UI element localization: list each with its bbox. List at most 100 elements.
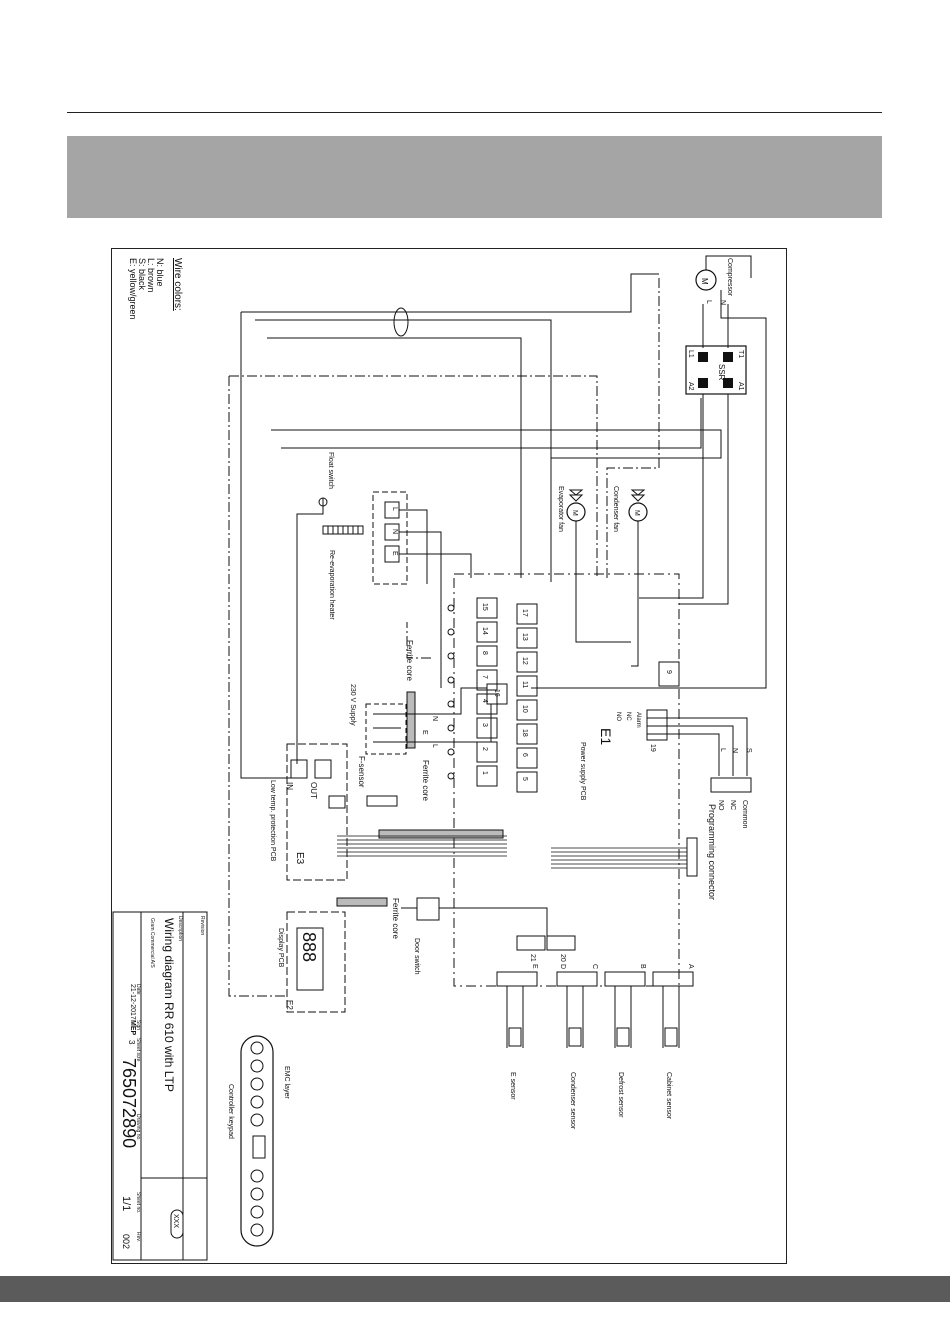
keypad-button[interactable] [250, 1059, 264, 1073]
sensor-wire-B [614, 986, 632, 1048]
sensor-label-C: Condenser sensor [569, 1072, 576, 1130]
programming-ribbon-cable [551, 847, 687, 869]
heater-label: Re-evaporation heater [328, 550, 335, 620]
earth-wire-supply [406, 622, 431, 659]
ferrite-core-label-2: Ferrite core [421, 760, 430, 801]
display-ribbon-cable [337, 835, 507, 857]
terminal-8-label: 8 [481, 651, 488, 655]
wire-compressor-n [531, 290, 767, 689]
sensor-element-E [508, 1027, 522, 1047]
terminal-5 [516, 771, 538, 793]
terminal-16-label: 16 [493, 689, 500, 697]
relay-nc-label: NC [625, 712, 631, 721]
terminal-9 [658, 661, 680, 687]
display-7seg [296, 927, 324, 991]
wire-color-e: E: yellow/green [128, 258, 138, 320]
wire-ssr-a2 [639, 394, 704, 599]
ssr-terminal-l1 [698, 352, 708, 362]
terminal-8 [476, 645, 498, 667]
keypad-button[interactable] [250, 1223, 264, 1237]
sensor-connector-B [604, 971, 646, 987]
keypad-button[interactable] [250, 1041, 264, 1055]
ssr-terminal-a1 [723, 378, 733, 388]
keypad-button[interactable] [250, 1205, 264, 1219]
wire-color-s: S: black [137, 258, 147, 291]
sensor-label-A: Cabinet sensor [665, 1072, 672, 1120]
terminal-18-label: 18 [521, 729, 528, 737]
wire-colors-title: Wire colors: [172, 258, 183, 311]
top-connector-7 [447, 676, 455, 684]
ssr-terminal-t1 [723, 352, 733, 362]
programming-connector-label: Programming connector [707, 804, 717, 900]
ferrite-core-3 [336, 897, 388, 907]
sheet-size-value: 3 [127, 1040, 136, 1045]
sensor-wire-E [506, 986, 524, 1048]
terminal-2 [476, 741, 498, 763]
keypad-button[interactable] [250, 1077, 264, 1091]
terminal-20-label: 20 [559, 954, 566, 962]
ssr-body [685, 345, 747, 395]
keypad-button[interactable] [250, 1169, 264, 1183]
terminal-5-label: 5 [521, 777, 528, 781]
wire-heater-n [399, 531, 442, 688]
condenser-fan-label: Condenser fan [612, 486, 619, 532]
terminal-12-label: 12 [521, 657, 528, 665]
compressor-label: Compressor [726, 258, 733, 297]
terminal-14 [476, 621, 498, 643]
wire-alarm-l [647, 733, 720, 776]
terminal-3 [476, 717, 498, 739]
relay-no-label: NO [615, 712, 621, 721]
wiring-diagram: Wire colors: N: blue L: brown S: black E… [112, 255, 767, 1261]
common-label: Common [741, 800, 748, 829]
earth-wire-left [228, 376, 287, 997]
terminal-10 [516, 699, 538, 721]
terminal-7-label: 7 [481, 675, 488, 679]
sensor-label-E: E sensor [509, 1072, 516, 1100]
e3-in-terminal [290, 759, 308, 779]
e3-out-label: OUT [309, 782, 318, 799]
float-switch-label: Float switch [327, 452, 334, 489]
wiring [240, 255, 767, 938]
terminal-13-label: 13 [521, 633, 528, 641]
keypad-button[interactable] [250, 1095, 264, 1109]
wire-supply-l [401, 704, 492, 743]
sensor-connector-C [556, 971, 598, 987]
ssr-a1: A1 [737, 382, 744, 391]
condenser-fan-blades [630, 489, 646, 502]
dashed-earth-wiring [228, 278, 660, 997]
display-digits: 888 [299, 932, 319, 962]
wire-bus-2 [281, 398, 702, 449]
sensor-element-C [568, 1027, 582, 1047]
heater-terminal-l-label: L [391, 507, 398, 511]
programming-connector-plug [686, 837, 698, 877]
terminal-21-label: 21 [529, 954, 536, 962]
keypad-display-window [252, 1135, 266, 1159]
terminal-17-label: 17 [521, 609, 528, 617]
sheet-no-label: Sheet no. [135, 1192, 141, 1213]
wire-colors-legend: Wire colors: N: blue L: brown S: black E… [128, 258, 183, 320]
evaporator-fan: M Evaporator fan [557, 486, 586, 532]
controller-keypad-label: Controller keypad [227, 1084, 234, 1139]
wire-bus-3 [255, 319, 552, 582]
wire-color-n: N: blue [155, 258, 165, 287]
supply-l: L [431, 744, 438, 748]
top-connector-4 [447, 700, 455, 708]
door-switch-label: Door switch [413, 938, 420, 975]
e1-label: E1 [598, 728, 614, 745]
sign-label: Sign [135, 1020, 141, 1030]
terminal-17 [516, 603, 538, 625]
controller-keypad: EMC layer Controller keypad [227, 1035, 290, 1247]
keypad-button[interactable] [250, 1187, 264, 1201]
wire-heater-l [399, 509, 428, 584]
terminal-3-label: 3 [481, 723, 488, 727]
terminal-6-label: 6 [521, 753, 528, 757]
evaporator-fan-label: Evaporator fan [557, 486, 564, 532]
common-nc-label: NC [729, 800, 736, 810]
sensor-connector-A-label: A [687, 964, 694, 969]
common-s-label: S [745, 748, 752, 753]
ssr-a2: A2 [687, 382, 694, 391]
evaporator-fan-blades [568, 489, 584, 502]
terminal-15 [476, 597, 498, 619]
keypad-button[interactable] [250, 1113, 264, 1127]
